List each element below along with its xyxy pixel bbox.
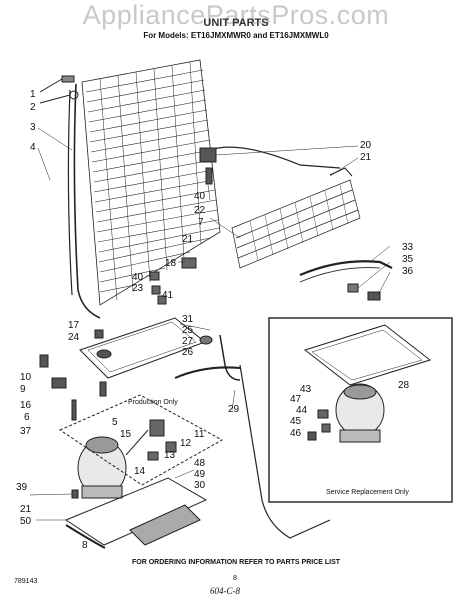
compressor <box>77 429 149 499</box>
production-only-label: Production Only <box>128 399 178 406</box>
callout-1: 1 <box>30 89 36 100</box>
callout-2: 2 <box>30 102 36 113</box>
callout-3: 3 <box>30 122 36 133</box>
inset-caption: Service Replacement Only <box>326 489 409 496</box>
callout-40-mid: 40 <box>132 272 144 283</box>
drain-tube <box>299 260 393 301</box>
callout-43: 43 <box>300 384 312 395</box>
callout-14: 14 <box>134 466 146 477</box>
callout-21-bottom: 21 <box>20 504 32 515</box>
callout-6: 6 <box>24 412 30 423</box>
page-number: 8 <box>233 575 237 582</box>
callout-23: 23 <box>132 283 144 294</box>
callout-36: 36 <box>402 266 414 277</box>
callout-39: 39 <box>16 482 28 493</box>
callout-20: 20 <box>360 140 372 151</box>
callout-37: 37 <box>20 426 32 437</box>
diagram-title: UNIT PARTS <box>203 17 269 29</box>
service-replacement-inset <box>268 317 453 503</box>
compressor-base <box>64 477 208 549</box>
callout-29: 29 <box>228 404 240 415</box>
callout-22: 22 <box>194 205 206 216</box>
bracket-part <box>199 147 217 185</box>
callout-48: 48 <box>194 458 206 469</box>
condenser-coil <box>67 59 221 319</box>
ordering-footer: FOR ORDERING INFORMATION REFER TO PARTS … <box>131 559 341 566</box>
callout-30: 30 <box>194 480 206 491</box>
top-screw <box>39 75 79 104</box>
left-small-parts <box>39 329 107 499</box>
callout-33: 33 <box>402 242 414 253</box>
callout-27: 27 <box>182 336 194 347</box>
callout-12: 12 <box>180 438 192 449</box>
callout-15: 15 <box>120 429 132 440</box>
callout-4: 4 <box>30 142 36 153</box>
callout-45: 45 <box>290 416 302 427</box>
callout-21-top: 21 <box>360 152 372 163</box>
callout-26: 26 <box>182 347 194 358</box>
suction-tube <box>174 334 331 539</box>
callout-7: 7 <box>198 217 204 228</box>
callout-13: 13 <box>164 450 176 461</box>
callout-25: 25 <box>182 325 194 336</box>
callout-28: 28 <box>398 380 410 391</box>
callout-11: 11 <box>194 429 205 440</box>
callout-46: 46 <box>290 428 302 439</box>
callout-9: 9 <box>20 384 26 395</box>
callout-49: 49 <box>194 469 206 480</box>
callout-16: 16 <box>20 400 32 411</box>
callout-31: 31 <box>182 314 194 325</box>
page-code: 789143 <box>14 578 38 585</box>
callout-8: 8 <box>82 540 88 551</box>
callout-21-mid: 21 <box>182 234 194 245</box>
callout-47: 47 <box>290 394 302 405</box>
callout-24: 24 <box>68 332 80 343</box>
callout-18: 18 <box>165 258 177 269</box>
callout-50: 50 <box>20 516 32 527</box>
diagram-subtitle: For Models: ET16JMXMWR0 and ET16JMXMWL0 <box>143 31 329 40</box>
callout-17: 17 <box>68 320 80 331</box>
watermark-text: AppliancePartsPros.com <box>82 0 390 30</box>
callout-40-top: 40 <box>194 191 206 202</box>
small-fasteners <box>149 257 197 305</box>
callout-35: 35 <box>402 254 414 265</box>
relay-overload <box>147 419 177 461</box>
handwritten-note: 604-C-8 <box>210 586 240 596</box>
production-only-box <box>58 394 224 486</box>
leader-lines <box>29 127 391 521</box>
callout-10: 10 <box>20 372 32 383</box>
callout-41: 41 <box>162 290 174 301</box>
callout-44: 44 <box>296 405 308 416</box>
evaporator-coil <box>209 146 361 269</box>
callout-5: 5 <box>112 417 118 428</box>
